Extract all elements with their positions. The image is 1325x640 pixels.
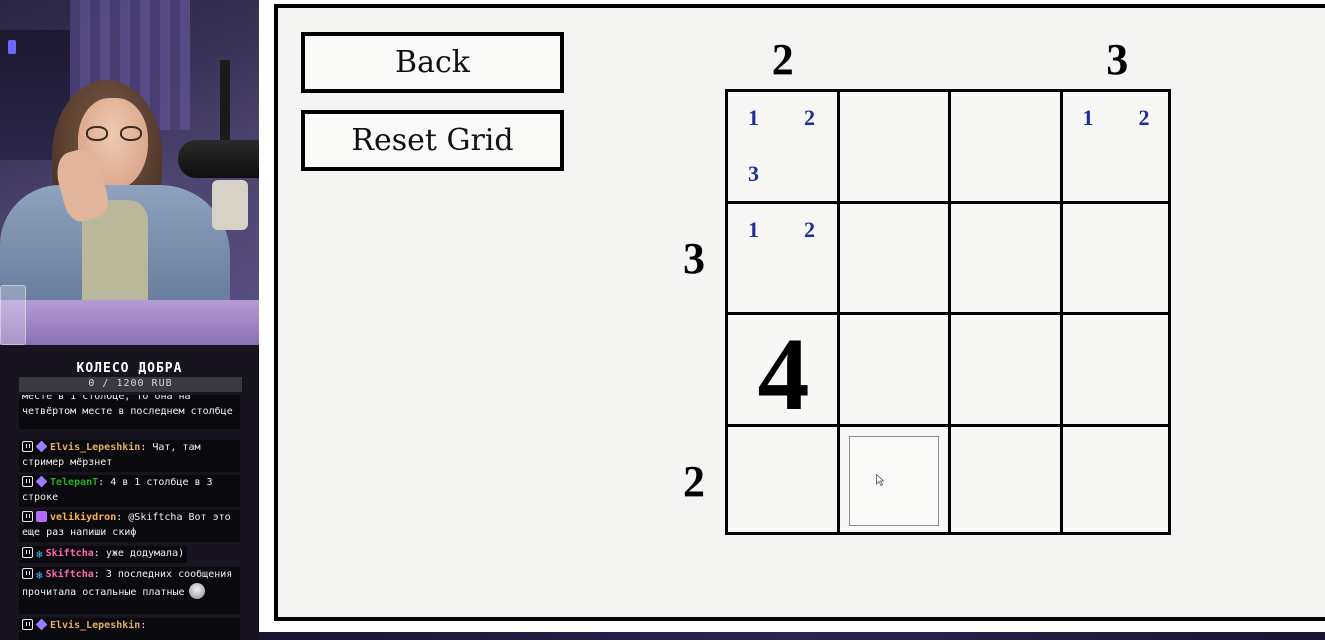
chat-message: месте в 1 столбце, то она на четвёртом м… (19, 395, 240, 429)
cell-value: 4 (757, 317, 810, 432)
grid-cell-r4-c4[interactable] (1063, 427, 1174, 538)
grid-cell-r4-c1[interactable] (728, 427, 839, 538)
cell-note: 2 (804, 216, 815, 242)
chat-message-text: 3 последних сообщения прочитала остальны… (22, 569, 233, 598)
grid-cell-r3-c1[interactable]: 4 (728, 315, 839, 432)
grid-cell-r2-c4[interactable] (1063, 204, 1174, 315)
selected-cell-highlight (848, 435, 939, 526)
grid-cell-r2-c2[interactable] (840, 204, 951, 315)
donation-goal-widget: КОЛЕСО ДОБРА 0 / 1200 RUB (0, 345, 259, 395)
sub-icon (22, 547, 33, 558)
box-icon (36, 511, 47, 522)
cell-note: 3 (748, 161, 759, 186)
bits-icon (35, 475, 48, 488)
microphone-arm (220, 60, 230, 150)
chat-emote-icon (188, 582, 205, 599)
grid-cell-r1-c1[interactable]: 1 2 3 (728, 92, 839, 203)
bits-icon (35, 618, 48, 631)
chat-message-text: Чат, там стример мёрзнет (22, 442, 201, 468)
chat-message: ❄Skiftcha: уже додумала) (19, 546, 188, 563)
chat-message: Elvis_Lepeshkin: (19, 618, 240, 640)
donation-progress-bar: 0 / 1200 RUB (19, 377, 242, 392)
chat-message: Elvis_Lepeshkin: Чат, там стример мёрзне… (19, 440, 240, 472)
stream-chat: месте в 1 столбце, то она на четвёртом м… (0, 395, 259, 640)
chat-message-text: @Skiftcha Вот это еще раз напиши скиф (22, 512, 231, 538)
desk (0, 300, 259, 345)
sub-icon (22, 441, 33, 452)
back-button[interactable]: Back (301, 32, 564, 93)
cell-note: 2 (804, 105, 815, 130)
chat-username[interactable]: Elvis_Lepeshkin (50, 442, 141, 453)
snowflake-icon: ❄ (36, 548, 43, 561)
reset-grid-button[interactable]: Reset Grid (301, 110, 564, 171)
cell-note: 1 (748, 105, 759, 130)
snowflake-icon: ❄ (36, 569, 43, 582)
cell-note: 2 (1138, 105, 1150, 130)
stream-overlay-strip (259, 632, 1325, 640)
chat-username[interactable]: velikiydron (50, 512, 117, 523)
camera-mount (212, 180, 248, 230)
donation-goal-title: КОЛЕСО ДОБРА (76, 361, 183, 376)
clue-left-row-4: 2 (683, 457, 705, 507)
background-light (8, 40, 16, 54)
sub-icon (22, 619, 33, 630)
clue-left-row-2: 3 (683, 234, 705, 284)
sub-icon (22, 568, 33, 579)
clue-top-col-1: 2 (771, 35, 794, 84)
webcam-feed (0, 0, 259, 345)
bits-icon (35, 440, 48, 453)
chat-username[interactable]: Elvis_Lepeshkin (50, 620, 141, 631)
grid-cell-r3-c3[interactable] (951, 315, 1062, 426)
cell-note: 1 (748, 216, 759, 242)
streamer-glasses (86, 126, 142, 142)
chat-message-text: месте в 1 столбце, то она на четвёртом м… (22, 395, 233, 417)
chat-message: velikiydron: @Skiftcha Вот это еще раз н… (19, 510, 240, 542)
microphone (178, 140, 259, 178)
mouse-cursor-icon (876, 474, 884, 486)
chat-message: ❄Skiftcha: 3 последних сообщения прочита… (19, 567, 240, 614)
drinking-glass (0, 285, 26, 345)
chat-username[interactable]: TelepanT (50, 477, 99, 488)
chat-username[interactable]: Skiftcha (45, 569, 94, 580)
donation-progress-text: 0 / 1200 RUB (88, 378, 173, 389)
grid-line (728, 312, 1168, 315)
grid-cell-r2-c3[interactable] (951, 204, 1062, 315)
sub-icon (22, 511, 33, 522)
grid-cell-r1-c2[interactable] (840, 92, 951, 203)
grid-line (728, 423, 1168, 427)
grid-cell-r4-c3[interactable] (951, 427, 1062, 538)
chat-message-text: уже додумала) (105, 548, 185, 559)
chat-username[interactable]: Skiftcha (45, 548, 94, 559)
clue-top-col-4: 3 (1106, 35, 1129, 84)
chat-message: TelepanT: 4 в 1 столбце в 3 строке (19, 475, 240, 507)
grid-cell-r1-c3[interactable] (951, 92, 1062, 203)
cell-note: 1 (1082, 105, 1094, 130)
sub-icon (22, 476, 33, 487)
grid-cell-r3-c4[interactable] (1063, 315, 1174, 426)
chat-message-text: 4 в 1 столбце в 3 строке (22, 477, 213, 503)
grid-cell-r3-c2[interactable] (840, 315, 951, 426)
grid-line (1059, 92, 1063, 532)
grid-cell-r4-c2[interactable] (840, 427, 951, 538)
